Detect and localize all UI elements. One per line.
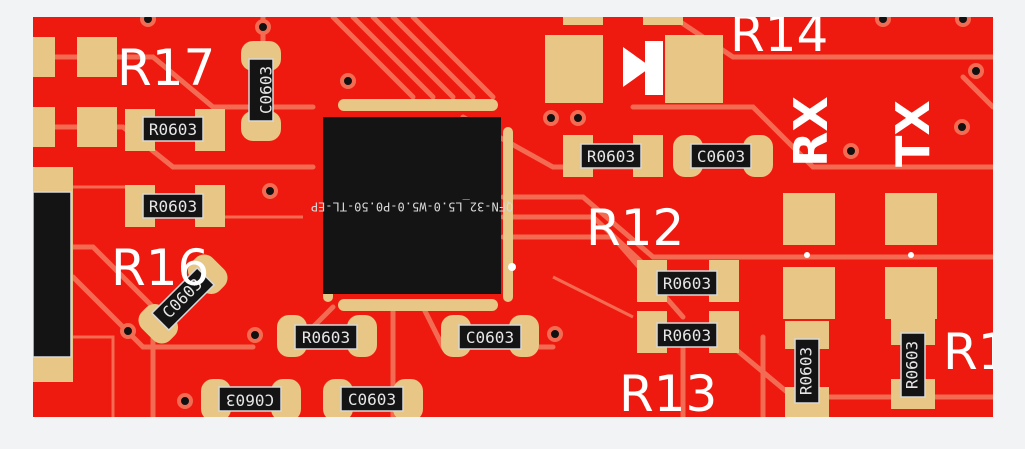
silk-r14: R14 [730, 17, 828, 63]
silk-r16: R16 [111, 239, 209, 297]
silk-r13: R13 [619, 365, 717, 417]
part-r13 [637, 311, 739, 353]
label-c-center-top: C0603 [697, 147, 745, 166]
part-c-center-top [673, 135, 773, 177]
label-c-bottom-left: C0603 [226, 391, 274, 410]
part-r12 [637, 260, 739, 302]
part-r-vertical-b [891, 317, 935, 409]
silk-r12: R12 [586, 199, 684, 257]
ic-label: QFN-32_L5.0-W5.0-P0.50-TL-EP [311, 200, 513, 214]
part-r-vertical-a [785, 321, 829, 417]
left-pads [33, 37, 117, 382]
label-c-bottom-center: C0603 [348, 390, 396, 409]
part-r-mid-left [125, 185, 225, 227]
label-r-mid-left: R0603 [149, 197, 197, 216]
label-r-top-left: R0603 [149, 120, 197, 139]
pcb-render: R0603 R0603 C0603 C0603 R0603 C0603 R060… [33, 17, 993, 417]
silk-tx: TX [886, 100, 940, 167]
right-pads [545, 17, 937, 319]
label-c-bottom-mid: C0603 [466, 328, 514, 347]
diode-symbol [623, 41, 663, 95]
label-r12b-part: R0603 [663, 326, 711, 345]
label-r12-part: R0603 [663, 274, 711, 293]
part-c-bottom-left [201, 379, 301, 417]
qfn-ic [323, 99, 516, 311]
part-r-top-left [125, 109, 225, 151]
part-r-center-top [563, 135, 663, 177]
label-r-bottom-left: R0603 [302, 328, 350, 347]
label-r-vertical-a: R0603 [797, 347, 816, 395]
via-layer [120, 17, 984, 409]
part-c-bottom-center [323, 379, 423, 417]
part-c-top-vertical [241, 41, 281, 141]
silk-r-partial: R1 [943, 323, 993, 381]
label-c-top-vertical: C0603 [257, 66, 276, 114]
label-r-center-top: R0603 [587, 147, 635, 166]
part-c-diag-left [138, 254, 228, 344]
part-c-bottom-mid [441, 315, 539, 357]
part-r-bottom-left [277, 315, 377, 357]
silk-r17: R17 [117, 39, 215, 97]
silk-rx: RX [784, 96, 838, 167]
label-r-vertical-b: R0603 [903, 341, 922, 389]
pcb-image: R0603 R0603 C0603 C0603 R0603 C0603 R060… [33, 17, 993, 417]
